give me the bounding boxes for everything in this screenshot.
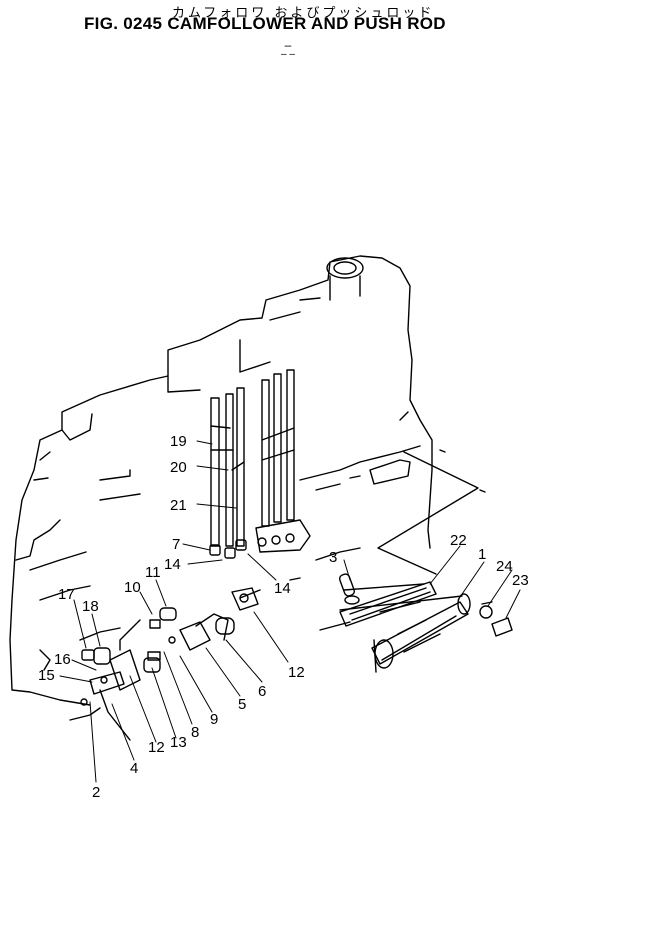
callout-10: 10 (124, 579, 141, 596)
engine-block-outline (9, 255, 486, 721)
callout-5: 5 (238, 696, 246, 713)
camfollower-shaft-parts (80, 587, 259, 741)
callout-20: 20 (170, 459, 187, 476)
callout-6: 6 (258, 683, 266, 700)
tappet-cover-assembly (338, 573, 513, 673)
callout-14b: 14 (274, 580, 291, 597)
figure-title: FIG. 0245 CAMFOLLOWER AND PUSH ROD (84, 14, 446, 33)
callout-8: 8 (191, 724, 199, 741)
callout-23: 23 (512, 572, 529, 589)
japanese-title: カムフォロワ およびプッシュロッド (172, 6, 435, 21)
callout-11: 11 (145, 564, 161, 581)
callout-12a: 12 (288, 664, 305, 681)
callout-21: 21 (170, 497, 187, 514)
cam-followers (209, 519, 311, 559)
callout-9: 9 (210, 711, 218, 728)
callout-15: 15 (38, 667, 55, 684)
callout-18: 18 (82, 598, 99, 615)
revision-mark-bottom: – – (281, 49, 295, 60)
gasket-guide-lines (339, 451, 479, 611)
callout-17: 17 (58, 586, 75, 603)
push-rods (210, 369, 295, 547)
callout-16: 16 (54, 651, 71, 668)
callout-3: 3 (329, 549, 337, 566)
revision-mark: – – – (281, 38, 295, 60)
revision-mark-top: – (284, 38, 292, 52)
callout-14a: 14 (164, 556, 181, 573)
callout-1: 1 (478, 546, 486, 563)
callout-22: 22 (450, 532, 467, 549)
callout-12b: 12 (148, 739, 165, 756)
callout-labels: 1 2 3 4 5 6 7 8 9 10 11 12 12 13 14 14 1… (38, 433, 529, 801)
callout-7: 7 (172, 536, 180, 553)
callout-19: 19 (170, 433, 187, 450)
callout-4: 4 (130, 760, 138, 777)
callout-13: 13 (170, 734, 187, 751)
leader-lines (59, 440, 521, 783)
callout-2: 2 (92, 784, 100, 801)
callout-24: 24 (496, 558, 513, 575)
